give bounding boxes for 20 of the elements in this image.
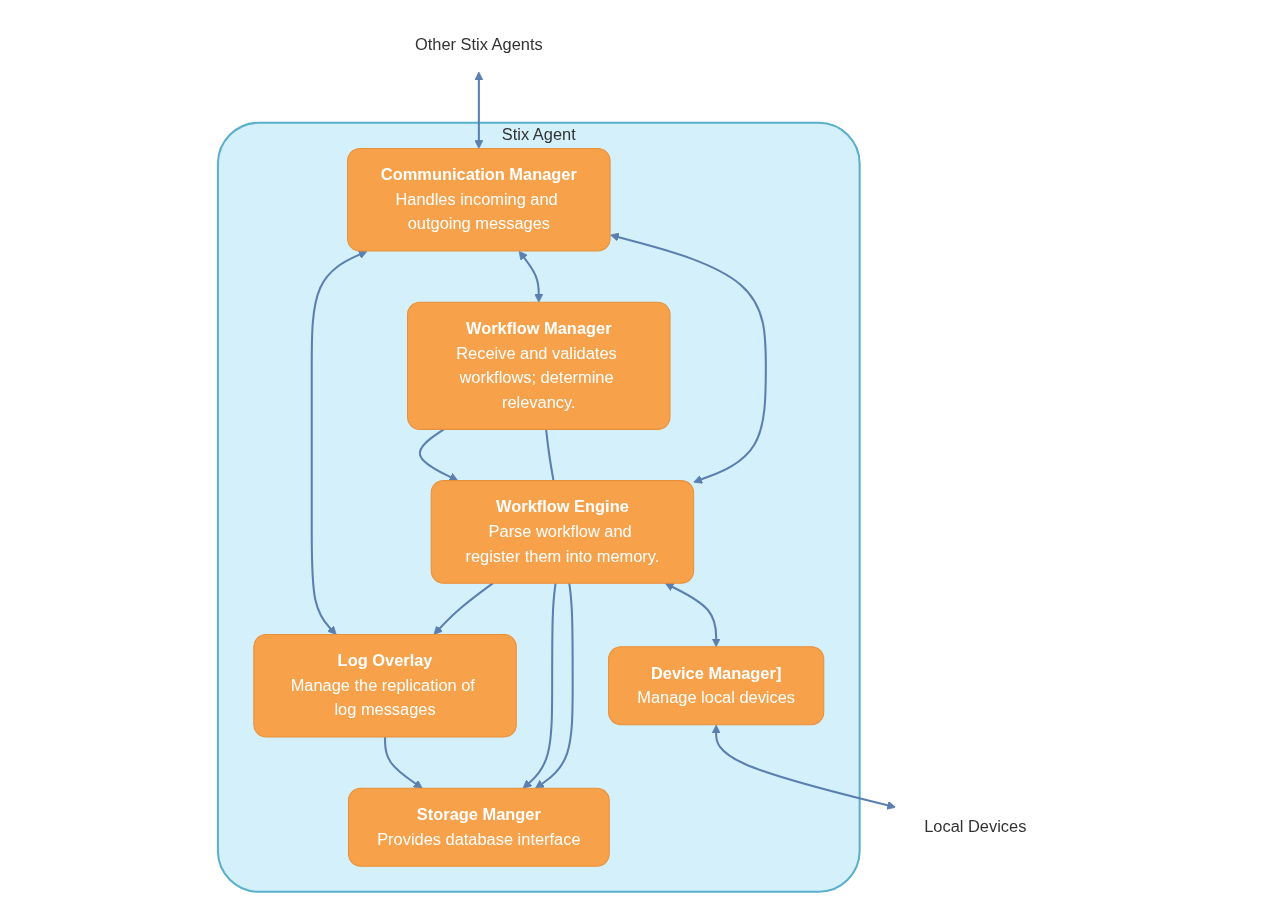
arrow (711, 724, 896, 810)
arrow (418, 428, 459, 482)
node-box: Storage Manger Provides database interface (347, 787, 610, 867)
arrow (522, 583, 557, 789)
node-text: Local Devices (924, 817, 1027, 836)
connector (545, 429, 555, 481)
arrow (518, 250, 544, 303)
node-box: Workflow Manager Receive and validates workflows; determine relevancy. (407, 301, 671, 430)
arrow (664, 582, 721, 648)
node-box: Workflow Engine Parse workflow and register them into memory. (430, 480, 695, 584)
node-box: Log Overlay Manage the replication of log messages (253, 633, 517, 738)
arrow (535, 583, 574, 789)
node-box: Communication Manager Handles incoming and outgoing messages (347, 147, 611, 252)
arrow (474, 71, 484, 149)
arrow (610, 232, 767, 484)
node-text: Other Stix Agents (415, 35, 543, 54)
arrow (433, 582, 494, 635)
arrow (384, 736, 423, 789)
node-box: Device Manager] Manage local devices (608, 646, 825, 726)
arrow (310, 250, 368, 635)
